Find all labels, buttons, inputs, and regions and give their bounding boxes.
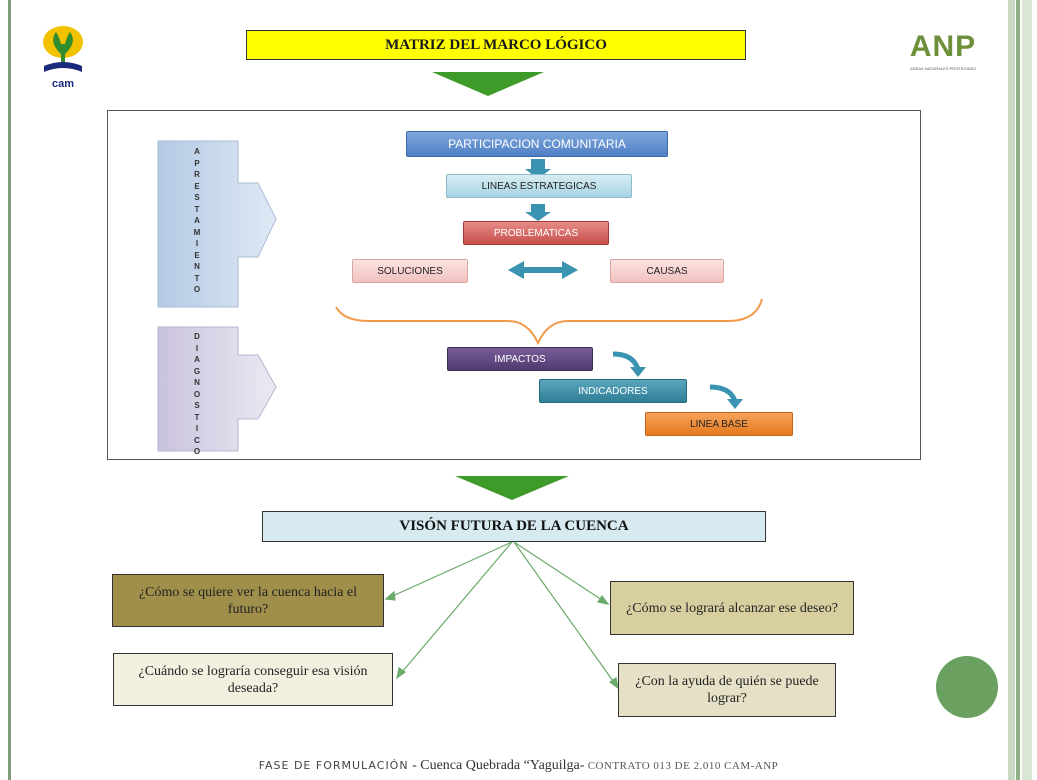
aprestamiento-letter: I (195, 239, 199, 248)
aprestamiento-letter: T (194, 204, 200, 214)
diagnostico-letter: O (193, 389, 201, 399)
footer-phase: FASE DE FORMULACIÓN (258, 759, 409, 772)
curved-arrow-2 (709, 384, 738, 403)
right-border-band (1008, 0, 1015, 780)
page-title: MATRIZ DEL MARCO LÓGICO (246, 30, 746, 60)
decorative-green-circle (936, 656, 998, 718)
connector-q3 (396, 541, 513, 679)
aprestamiento-letter: T (194, 273, 200, 283)
diagnostico-letter: S (194, 401, 200, 410)
aprestamiento-letter: E (194, 181, 200, 191)
anp-logo: ANP AREAS NATURALES PROTEGIDAS (895, 22, 991, 82)
diagnostico-arrow-shape (157, 326, 277, 452)
node-lineas: LINEAS ESTRATEGICAS (446, 174, 632, 198)
footer-contract: CONTRATO 013 DE 2.010 CAM-ANP (584, 760, 779, 772)
curved-arrow-1 (612, 351, 641, 370)
diagnostico-letter: I (195, 343, 199, 353)
node-linea-base: LINEA BASE (645, 412, 793, 436)
green-down-arrow-bottom (455, 476, 569, 500)
anp-logo-word: ANP (909, 30, 977, 63)
aprestamiento-letter: N (194, 262, 200, 271)
connector-q1 (385, 541, 513, 600)
footer-basin: Cuenca Quebrada “Yaguilga- (420, 758, 585, 773)
cam-logo: cam (40, 22, 86, 92)
aprestamiento-letter: O (193, 285, 201, 294)
orange-brace (335, 298, 763, 346)
aprestamiento-letter: E (194, 250, 200, 260)
question-how-achieve: ¿Cómo se logrará alcanzar ese deseo? (610, 581, 854, 635)
aprestamiento-arrow-shape (157, 140, 277, 308)
green-down-arrow-top (432, 72, 544, 96)
node-impactos: IMPACTOS (447, 347, 593, 371)
footer: FASE DE FORMULACIÓN - Cuenca Quebrada “Y… (0, 758, 1037, 774)
double-arrow (508, 261, 578, 279)
diagnostico-letter: O (193, 447, 201, 456)
aprestamiento-letter: A (194, 147, 200, 156)
diagnostico-letter: D (194, 332, 200, 341)
footer-separator: - (408, 758, 421, 773)
diagnostico-letter: I (195, 424, 199, 433)
connector-q4 (513, 541, 619, 689)
vision-title: VISÓN FUTURA DE LA CUENCA (262, 511, 766, 542)
anp-logo-subtitle: AREAS NATURALES PROTEGIDAS (910, 66, 976, 71)
aprestamiento-letter: A (194, 216, 200, 225)
right-border-line (1016, 0, 1020, 780)
node-participacion: PARTICIPACION COMUNITARIA (406, 131, 668, 157)
node-causas: CAUSAS (610, 259, 724, 283)
connector-q2 (513, 541, 609, 605)
left-border-line (8, 0, 11, 780)
panel-graphics (157, 140, 763, 452)
diagnostico-letter: T (194, 412, 200, 422)
teal-down-arrow-2 (525, 204, 551, 221)
diagnostico-letter: C (194, 435, 200, 445)
question-future-view: ¿Cómo se quiere ver la cuenca hacia el f… (112, 574, 384, 627)
aprestamiento-letter: R (194, 170, 200, 179)
aprestamiento-letter: M (193, 227, 201, 237)
right-border-band-outer (1022, 0, 1032, 780)
diagnostico-letter: A (194, 355, 200, 364)
node-soluciones: SOLUCIONES (352, 259, 468, 283)
diagnostico-letter: N (194, 378, 200, 387)
question-when-achieve: ¿Cuándo se lograría conseguir esa visión… (113, 653, 393, 706)
cam-logo-icon (43, 26, 83, 72)
aprestamiento-letter: S (194, 193, 200, 202)
node-indicadores: INDICADORES (539, 379, 687, 403)
cam-logo-text: cam (51, 78, 75, 90)
aprestamiento-letter: P (194, 158, 200, 168)
diagnostico-letter: G (193, 366, 201, 376)
node-problematicas: PROBLEMATICAS (463, 221, 609, 245)
question-with-whom: ¿Con la ayuda de quién se puede lograr? (618, 663, 836, 717)
